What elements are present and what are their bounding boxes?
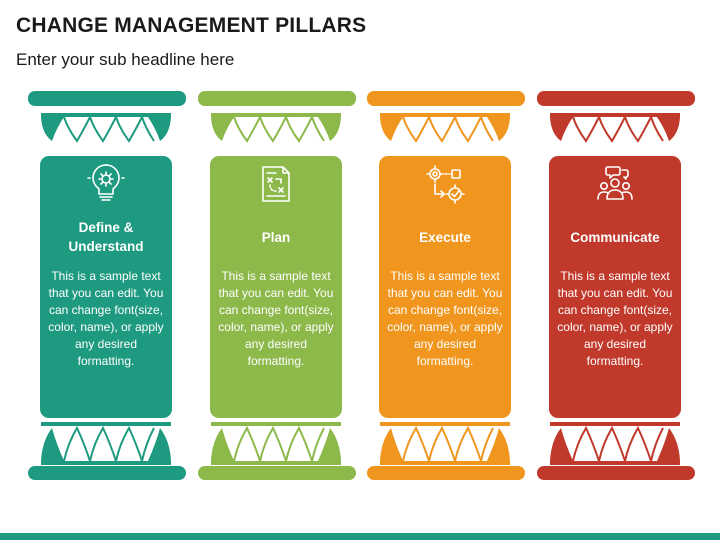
pillar-shaft: Communicate This is a sample text that y… — [549, 156, 681, 418]
strategy-document-icon — [262, 166, 290, 202]
pillar-base — [537, 422, 695, 480]
pillar-base — [367, 422, 525, 480]
pillar-execute: Execute This is a sample text that you c… — [365, 88, 535, 481]
pillar-description: This is a sample text that you can edit.… — [48, 269, 164, 368]
footer-accent-bar — [0, 533, 720, 540]
pillar-description: This is a sample text that you can edit.… — [218, 269, 334, 368]
page-subtitle: Enter your sub headline here — [16, 50, 235, 69]
pillar-base — [28, 422, 186, 480]
pillar-base — [198, 422, 356, 480]
pillar-shaft: Execute This is a sample text that you c… — [379, 156, 511, 418]
pillar-title: Communicate — [570, 229, 660, 245]
pillar-description: This is a sample text that you can edit.… — [387, 269, 503, 368]
lightbulb-gear-icon — [87, 164, 125, 201]
pillar-communicate: Communicate This is a sample text that y… — [535, 88, 705, 481]
team-people-icon — [597, 166, 633, 200]
pillar-shaft: Define & Understand This is a sample tex… — [40, 156, 172, 418]
pillar-top-capital — [537, 91, 695, 143]
pillar-title: Execute — [419, 229, 471, 245]
pillar-top-capital — [198, 91, 356, 143]
pillar-plan: Plan This is a sample text that you can … — [196, 88, 366, 481]
pillar-description: This is a sample text that you can edit.… — [557, 269, 673, 368]
pillar-define-understand: Define & Understand This is a sample tex… — [26, 88, 196, 481]
pillar-top-capital — [28, 91, 186, 143]
pillar-title: Define & Understand — [68, 220, 144, 254]
pillar-shaft: Plan This is a sample text that you can … — [210, 156, 342, 418]
pillar-title: Plan — [261, 229, 291, 245]
pillar-top-capital — [367, 91, 525, 143]
gears-process-icon — [426, 165, 465, 204]
page-title: CHANGE MANAGEMENT PILLARS — [16, 14, 367, 37]
